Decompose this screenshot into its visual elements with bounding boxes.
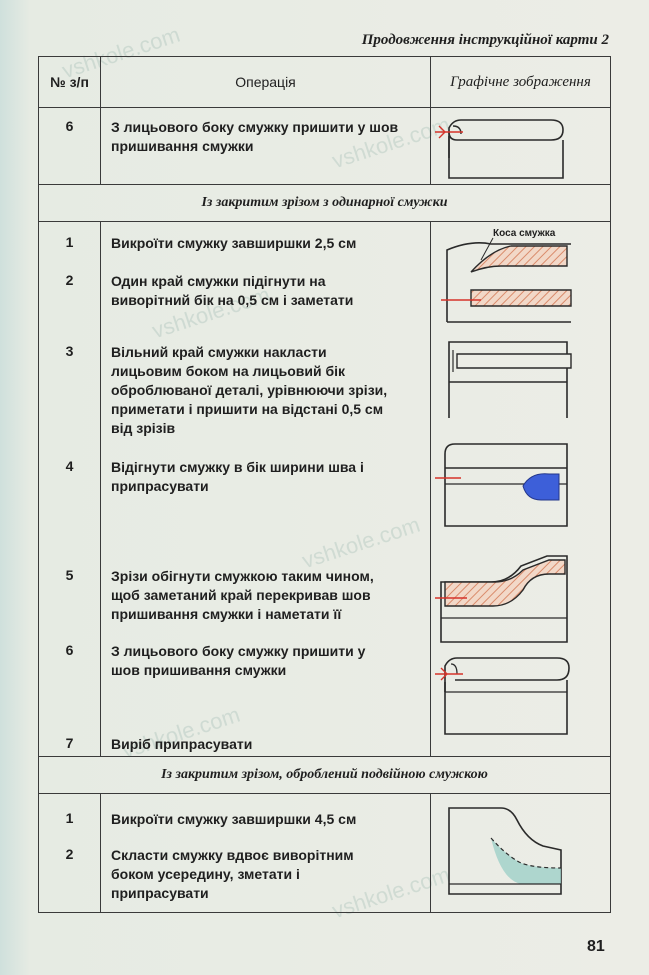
step-number: 7 (65, 735, 74, 751)
sewing-diagrams-section1: Коса смужка (435, 228, 572, 735)
step-text: З лицьового боку смужку пришити у шов пр… (111, 643, 366, 678)
header-operation: Операція (100, 56, 431, 108)
section-title: Із закритим зрізом, оброблений подвійною… (38, 756, 611, 794)
step-text: Виріб припрасувати (111, 736, 253, 752)
step-text: Скласти смужку вдвоє виворітним боком ус… (111, 847, 354, 901)
step-text: Зрізи обігнути смужкою таким чином, щоб … (111, 568, 374, 622)
header-num: № з/п (38, 56, 101, 108)
sewing-diagram-sew-strip (435, 119, 564, 179)
step-number: 2 (65, 846, 74, 862)
instruction-table: № з/п Операція Графічне зображення 6 З л… (38, 56, 611, 913)
header-graphic: Графічне зображення (430, 56, 611, 108)
diagram-cut-strip: Коса смужка (441, 228, 572, 323)
table-row: 1 2 3 4 5 6 7 Викроїти смужку завширшки … (38, 221, 611, 757)
table-row: 1 2 Викроїти смужку завширшки 4,5 см Скл… (38, 793, 611, 913)
diagram-wrap-strip (435, 555, 568, 643)
step-text: Відігнути смужку в бік ширини шва і прип… (111, 459, 364, 494)
diagram-attach-strip (448, 341, 572, 418)
section-title: Із закритим зрізом з одинарної смужки (38, 184, 611, 222)
table-header-row: № з/п Операція Графічне зображення (38, 56, 611, 108)
diagram-double-strip (448, 807, 562, 895)
step-text: Викроїти смужку завширшки 4,5 см (111, 811, 357, 827)
diagram-stitch-face (435, 657, 570, 735)
step-number: 6 (65, 118, 74, 134)
section-title-row: Із закритим зрізом, оброблений подвійною… (38, 756, 611, 794)
step-text: Викроїти смужку завширшки 2,5 см (111, 235, 357, 251)
diagram-press-strip (435, 443, 568, 527)
step-number: 1 (65, 234, 74, 250)
table-row: 6 З лицьового боку смужку пришити у шов … (38, 107, 611, 185)
page-number: 81 (587, 938, 605, 955)
step-number: 3 (65, 343, 74, 359)
diagram-label-kosa: Коса смужка (493, 228, 556, 239)
step-number: 5 (65, 567, 74, 583)
section-title-row: Із закритим зрізом з одинарної смужки (38, 184, 611, 222)
step-text: Вільний край смужки накласти лицьовим бо… (111, 344, 388, 436)
step-number: 6 (65, 642, 74, 658)
step-number: 1 (65, 810, 74, 826)
step-number: 2 (65, 272, 74, 288)
step-text: З лицьового боку смужку пришити у шов пр… (111, 119, 399, 154)
step-number: 4 (65, 458, 74, 474)
table-caption: Продовження інструкційної карти 2 (361, 32, 609, 48)
step-text: Один край смужки підігнути на виворітний… (111, 273, 354, 308)
